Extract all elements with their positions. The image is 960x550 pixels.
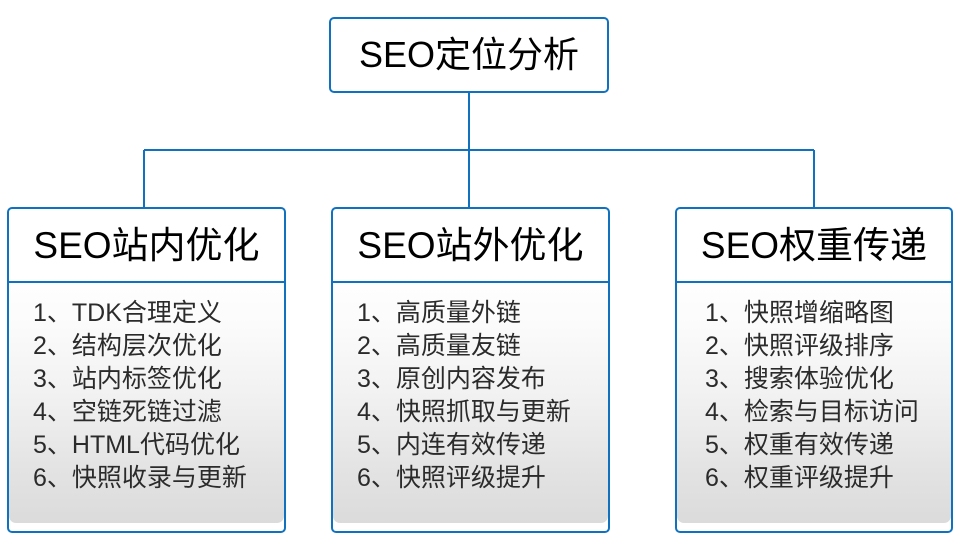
root-node[interactable]: SEO定位分析 — [329, 17, 609, 93]
branch-2-panel — [333, 283, 608, 523]
branch-1-title: SEO站内优化 — [33, 224, 260, 266]
branch-2-header[interactable]: SEO站外优化 — [331, 207, 610, 283]
list-item: 5、权重有效传递 — [705, 431, 894, 459]
branch-3-body: 1、快照增缩略图 2、快照评级排序 3、搜索体验优化 4、检索与目标访问 5、权… — [675, 283, 953, 533]
list-item: 6、快照收录与更新 — [33, 464, 247, 492]
branch-2-list: 1、高质量外链 2、高质量友链 3、原创内容发布 4、快照抓取与更新 5、内连有… — [333, 297, 608, 495]
list-item: 4、空链死链过滤 — [33, 398, 222, 426]
list-item: 2、快照评级排序 — [705, 332, 894, 360]
list-item: 1、快照增缩略图 — [705, 299, 894, 327]
list-item: 2、结构层次优化 — [33, 332, 222, 360]
branch-3-title: SEO权重传递 — [700, 224, 928, 266]
branch-1-panel — [9, 283, 284, 523]
list-item: 3、搜索体验优化 — [705, 365, 894, 393]
list-item: 3、站内标签优化 — [33, 365, 222, 393]
list-item: 5、内连有效传递 — [357, 431, 546, 459]
list-item: 6、快照评级提升 — [357, 464, 546, 492]
branch-3-list: 1、快照增缩略图 2、快照评级排序 3、搜索体验优化 4、检索与目标访问 5、权… — [677, 297, 951, 495]
list-item: 4、检索与目标访问 — [705, 398, 919, 426]
list-item: 1、TDK合理定义 — [33, 299, 222, 327]
branch-node-1[interactable]: SEO站内优化 1、TDK合理定义 2、结构层次优化 3、站内标签优化 4、空链… — [7, 207, 286, 533]
branch-3-header[interactable]: SEO权重传递 — [675, 207, 953, 283]
list-item: 5、HTML代码优化 — [33, 431, 240, 459]
list-item: 4、快照抓取与更新 — [357, 398, 571, 426]
branch-3-panel — [677, 283, 951, 523]
branch-node-2[interactable]: SEO站外优化 1、高质量外链 2、高质量友链 3、原创内容发布 4、快照抓取与… — [331, 207, 610, 533]
list-item: 3、原创内容发布 — [357, 365, 546, 393]
branch-node-3[interactable]: SEO权重传递 1、快照增缩略图 2、快照评级排序 3、搜索体验优化 4、检索与… — [675, 207, 953, 533]
list-item: 1、高质量外链 — [357, 299, 521, 327]
branch-2-body: 1、高质量外链 2、高质量友链 3、原创内容发布 4、快照抓取与更新 5、内连有… — [331, 283, 610, 533]
branch-1-header[interactable]: SEO站内优化 — [7, 207, 286, 283]
branch-2-title: SEO站外优化 — [357, 224, 584, 266]
branch-1-list: 1、TDK合理定义 2、结构层次优化 3、站内标签优化 4、空链死链过滤 5、H… — [9, 297, 284, 495]
branch-1-body: 1、TDK合理定义 2、结构层次优化 3、站内标签优化 4、空链死链过滤 5、H… — [7, 283, 286, 533]
list-item: 2、高质量友链 — [357, 332, 521, 360]
list-item: 6、权重评级提升 — [705, 464, 894, 492]
root-node-title: SEO定位分析 — [358, 34, 580, 75]
